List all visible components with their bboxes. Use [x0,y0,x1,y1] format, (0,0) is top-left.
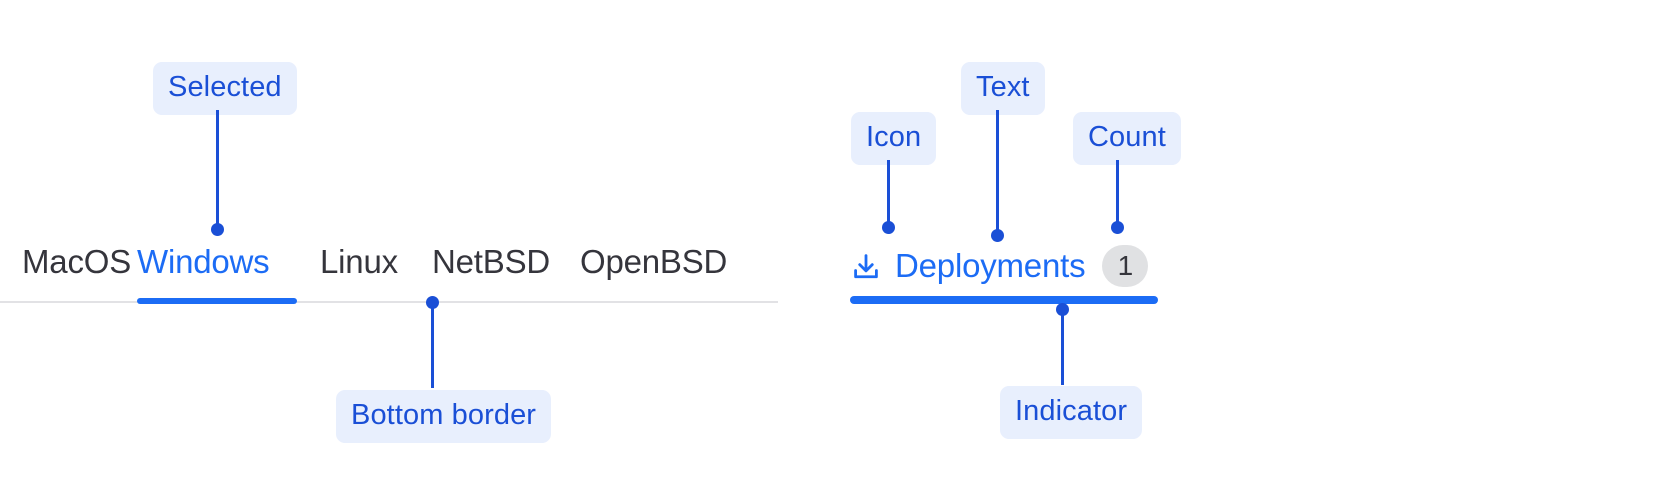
annotation-leader-text [996,110,999,234]
annotation-leader-count [1116,160,1119,226]
tab-netbsd-label: NetBSD [432,243,551,280]
tab-openbsd-label: OpenBSD [580,243,728,280]
annotation-leader-bottom-border [431,302,434,388]
tab-openbsd[interactable]: OpenBSD [580,243,727,303]
tab-netbsd[interactable]: NetBSD [432,243,550,303]
annotation-dot-icon [882,221,895,234]
os-tab-bar: MacOS Windows Linux NetBSD OpenBSD [0,243,778,304]
tab-linux-label: Linux [320,243,398,280]
tab-active-underline [137,298,297,304]
annotation-dot-text [991,229,1004,242]
annotation-label-selected: Selected [153,62,297,115]
deployments-count-badge: 1 [1102,245,1149,287]
tab-bar-bottom-border [0,301,778,303]
tab-macos-label: MacOS [22,243,132,280]
tab-windows-label: Windows [137,243,270,280]
annotation-leader-selected [216,110,219,228]
tab-macos[interactable]: MacOS [22,243,131,303]
download-icon [850,249,882,283]
tab-windows[interactable]: Windows [137,243,297,304]
deployments-tab-label: Deployments [895,247,1086,284]
tab-linux[interactable]: Linux [320,243,398,303]
annotation-leader-indicator [1061,309,1064,385]
annotation-label-count: Count [1073,112,1181,165]
annotation-dot-count [1111,221,1124,234]
deployments-tab[interactable]: Deployments 1 [850,243,1160,304]
annotation-dot-selected [211,223,224,236]
annotation-label-icon: Icon [851,112,937,165]
annotation-label-bottom-border: Bottom border [336,390,552,443]
deployments-active-indicator [850,296,1158,304]
annotation-label-text: Text [961,62,1045,115]
annotation-leader-icon [887,160,890,226]
deployments-tab-content: Deployments 1 [850,243,1149,289]
annotation-label-indicator: Indicator [1000,386,1143,439]
